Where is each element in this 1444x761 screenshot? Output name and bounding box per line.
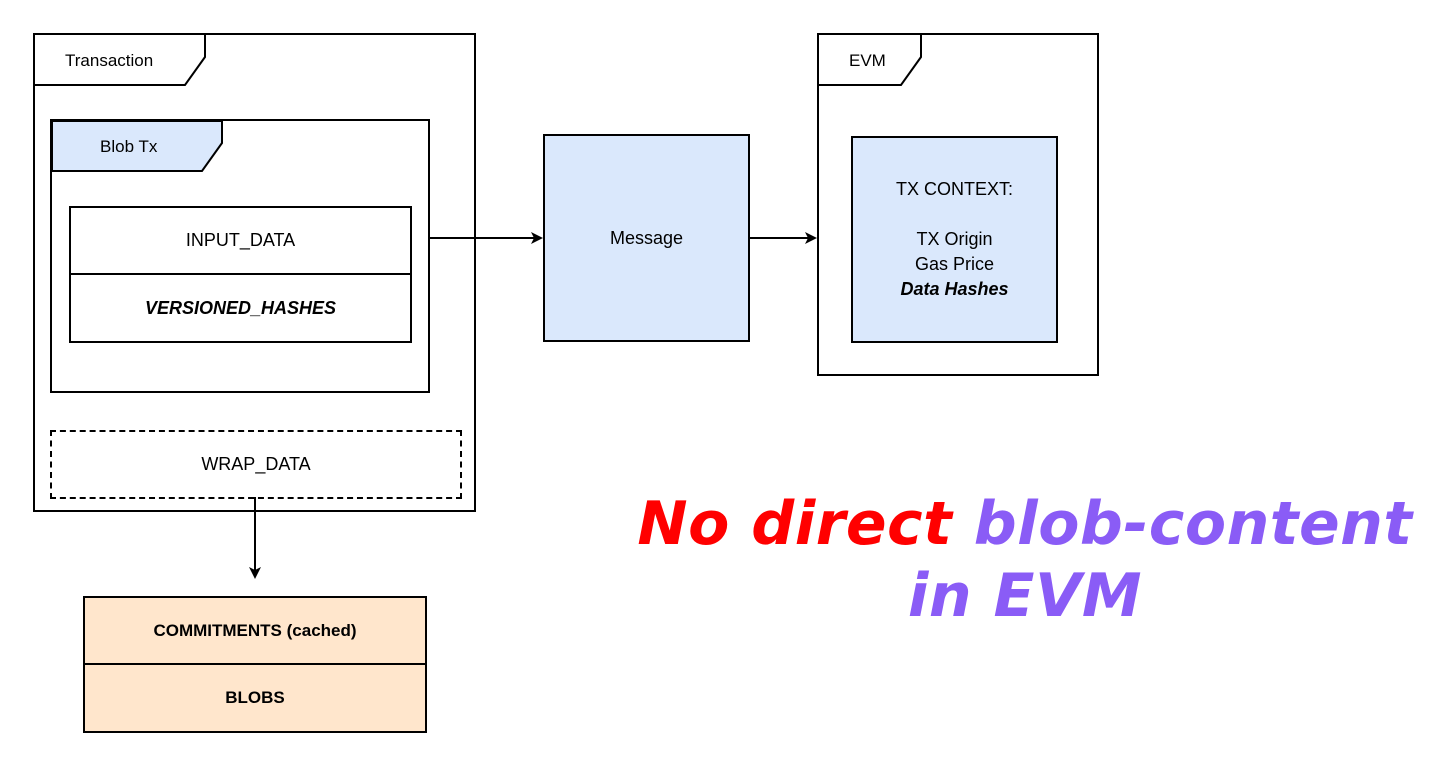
evm-container: EVM TX CONTEXT: TX Origin Gas Price Data… [817,33,1099,376]
commitments-label: COMMITMENTS (cached) [153,620,357,640]
blobs-row: BLOBS [85,665,425,731]
transaction-container: Transaction Blob Tx INPUT_DATA VERSIONED… [33,33,476,512]
input-data-label: INPUT_DATA [185,230,296,250]
evm-label: EVM [849,51,886,70]
evm-tab: EVM [819,35,923,87]
headline: No direct blob-content in EVM [600,488,1444,632]
versioned-hashes-field: VERSIONED_HASHES [71,275,410,341]
blob-tx-fields: INPUT_DATA VERSIONED_HASHES [69,206,412,343]
transaction-label: Transaction [65,51,154,70]
commitments-row: COMMITMENTS (cached) [85,598,425,665]
tx-origin-item: TX Origin [916,229,993,249]
message-box: Message [543,134,750,342]
headline-part3: in EVM [907,561,1143,631]
blob-tx-container: Blob Tx INPUT_DATA VERSIONED_HASHES [50,119,430,393]
blobs-label: BLOBS [225,688,285,707]
commitments-container: COMMITMENTS (cached) BLOBS [83,596,427,733]
data-hashes-item: Data Hashes [900,279,1009,299]
gas-price-item: Gas Price [914,254,995,274]
message-label: Message [609,227,684,248]
transaction-tab: Transaction [35,35,207,87]
input-data-field: INPUT_DATA [71,208,410,275]
tx-context-title: TX CONTEXT: [895,179,1013,199]
tx-context-box: TX CONTEXT: TX Origin Gas Price Data Has… [851,136,1058,343]
headline-part2: blob-content [973,489,1413,559]
headline-part1: No direct [637,489,953,559]
versioned-hashes-label: VERSIONED_HASHES [144,297,337,318]
blob-tx-tab: Blob Tx [51,120,224,173]
blob-tx-label: Blob Tx [100,137,158,156]
wrap-data-label: WRAP_DATA [201,454,311,474]
